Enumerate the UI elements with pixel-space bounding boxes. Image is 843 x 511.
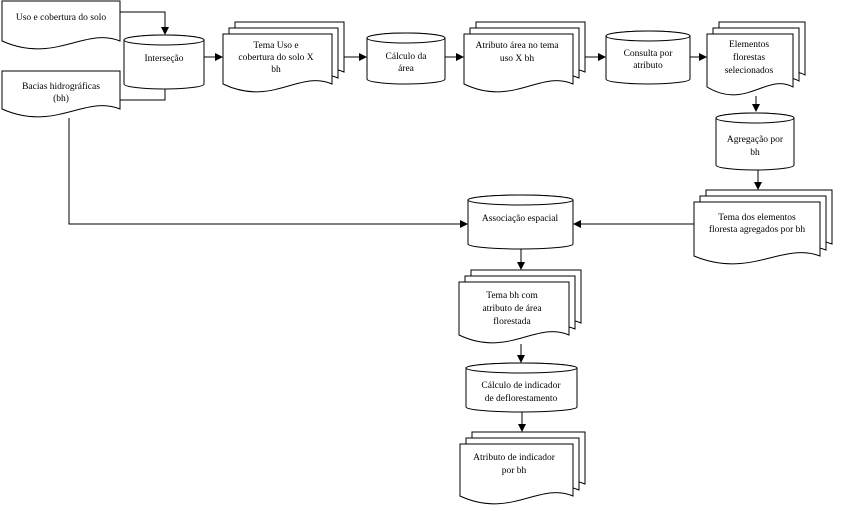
arrowhead xyxy=(517,355,525,363)
connector-uso-to-intersecao xyxy=(120,11,166,27)
node-label-line: cobertura do solo X xyxy=(238,53,313,63)
document-page xyxy=(1,0,121,50)
arrowhead xyxy=(754,182,762,190)
node-consulta-process: Consulta por atributo xyxy=(605,30,691,85)
node-tema-elementos-multidocument: Tema dos elementos floresta agregados po… xyxy=(693,189,833,265)
node-label-line: Cálculo de indicador xyxy=(481,381,561,391)
node-atributo-area-multidocument: Atributo área no tema uso X bh xyxy=(463,21,586,93)
node-label-line: Bacias hidrográficas xyxy=(22,81,100,92)
document-page xyxy=(222,33,333,93)
node-label-line: área xyxy=(398,64,415,74)
arrowhead xyxy=(359,53,367,61)
node-uso-cobertura-document: Uso e cobertura do solo xyxy=(1,0,121,50)
node-label-line: florestada xyxy=(493,316,531,327)
connector-bacias-to-associacao xyxy=(68,118,460,225)
node-label-line: Agregação por xyxy=(727,135,784,145)
node-label-line: (bh) xyxy=(53,93,69,104)
connectors xyxy=(68,11,762,432)
cylinder-top xyxy=(715,112,795,124)
connector-bacias-to-intersecao xyxy=(120,88,166,101)
node-label-line: Interseção xyxy=(144,54,183,64)
node-label-line: por bh xyxy=(502,466,527,476)
node-label-line: Associação espacial xyxy=(482,214,559,224)
arrowhead xyxy=(699,53,707,61)
arrowhead xyxy=(752,104,760,112)
node-intersecao-process: Interseção xyxy=(123,34,205,90)
node-elementos-multidocument: Elementos florestas selecionados xyxy=(706,21,806,96)
document-page xyxy=(1,70,121,118)
node-label-line: florestas xyxy=(733,52,765,63)
cylinder-top xyxy=(467,194,574,206)
arrowhead xyxy=(456,53,464,61)
node-label-line: atributo de área xyxy=(482,304,542,314)
arrowhead xyxy=(460,220,468,228)
document-page xyxy=(458,281,570,344)
node-label-line: uso X bh xyxy=(500,54,535,64)
node-label-line: Elementos xyxy=(729,40,769,50)
document-page xyxy=(463,33,574,93)
node-calculo-indicador-process: Cálculo de indicador de deflorestamento xyxy=(465,362,578,413)
arrowhead xyxy=(518,424,526,432)
document-page xyxy=(459,443,574,505)
node-bacias-document: Bacias hidrográficas (bh) xyxy=(1,70,121,118)
cylinder-top xyxy=(465,362,578,374)
node-associacao-process: Associação espacial xyxy=(467,194,574,250)
cylinder-top xyxy=(366,32,446,44)
cylinder-top xyxy=(123,34,205,46)
node-label-line: Consulta por xyxy=(624,49,674,59)
node-label-line: atributo xyxy=(633,61,663,71)
node-label-line: bh xyxy=(271,65,281,75)
node-label-line: Tema dos elementos xyxy=(718,213,796,223)
node-label-line: selecionados xyxy=(725,66,774,76)
arrowhead xyxy=(573,220,581,228)
arrowhead xyxy=(598,53,606,61)
node-agregacao-process: Agregação por bh xyxy=(715,112,795,171)
node-label-line: floresta agregados por bh xyxy=(709,224,806,235)
cylinder-top xyxy=(605,30,691,42)
node-label-line: Atributo de indicador xyxy=(473,453,556,463)
node-label-line: de deflorestamento xyxy=(485,393,558,404)
document-page xyxy=(693,201,821,265)
node-label-line: bh xyxy=(750,148,760,158)
node-label-line: Atributo área no tema xyxy=(475,41,559,51)
node-label-line: Uso e cobertura do solo xyxy=(16,13,106,23)
arrowhead xyxy=(161,27,169,35)
node-calculo-area-process: Cálculo da área xyxy=(366,32,446,85)
node-tema-uso-multidocument: Tema Uso e cobertura do solo X bh xyxy=(222,21,345,93)
document-page xyxy=(706,33,794,96)
node-label-line: Tema Uso e xyxy=(253,41,298,51)
node-label-line: Tema bh com xyxy=(486,291,538,301)
node-atributo-indicador-multidocument: Atributo de indicador por bh xyxy=(459,431,586,505)
node-label-line: Cálculo da xyxy=(386,52,428,62)
arrowhead xyxy=(517,262,525,270)
node-tema-bh-multidocument: Tema bh com atributo de área florestada xyxy=(458,269,582,344)
arrowhead xyxy=(215,53,223,61)
